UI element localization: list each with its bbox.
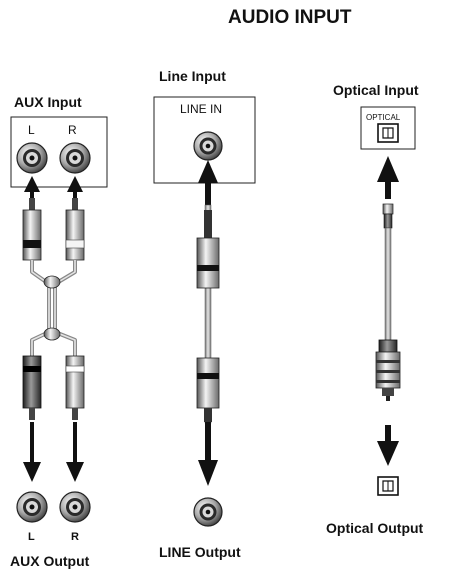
aux-output-right-jack [59,491,91,523]
aux-input-heading: AUX Input [14,94,82,110]
line-output-jack [193,497,223,527]
aux-cable-junction-top [43,275,61,289]
optical-lower-plug [375,339,401,401]
aux-y-cable [30,260,77,356]
aux-right-down-arrow [66,422,84,482]
aux-jack-right-label: R [68,123,77,137]
line-down-arrow [198,422,218,486]
aux-left-jack [16,142,48,174]
diagram-title: AUDIO INPUT [228,7,352,28]
line-upper-plug [196,210,220,289]
optical-input-heading: Optical Input [333,82,419,98]
optical-out-port [377,476,399,496]
line-port-label: LINE IN [180,102,222,116]
optical-down-arrow [377,425,399,466]
optical-port-label: OPTICAL [366,113,401,122]
aux-right-jack [59,142,91,174]
aux-output-heading: AUX Output [10,553,90,569]
aux-left-up-arrow [24,176,40,198]
aux-upper-left-plug [22,198,42,261]
optical-section: Optical Input OPTICAL [326,82,424,536]
line-in-jack [193,131,223,161]
optical-output-heading: Optical Output [326,520,424,536]
aux-section: AUX Input L R [10,94,108,569]
aux-lower-right-plug [65,355,85,420]
aux-upper-right-plug [65,198,85,261]
line-lower-plug [196,357,220,422]
aux-jack-left-label: L [28,123,35,137]
line-up-arrow [198,160,218,207]
line-output-heading: LINE Output [159,544,241,560]
aux-lower-left-plug [22,355,42,420]
line-input-heading: Line Input [159,68,226,84]
aux-left-down-arrow [23,422,41,482]
aux-plug-left-label: L [28,531,35,543]
aux-right-up-arrow [67,176,83,198]
aux-plug-right-label: R [71,531,79,543]
aux-output-left-jack [16,491,48,523]
optical-in-port [377,123,399,143]
line-section: Line Input LINE IN [153,68,256,560]
optical-up-arrow [377,156,399,199]
optical-cable [382,203,394,341]
aux-cable-junction-bottom [43,327,61,341]
